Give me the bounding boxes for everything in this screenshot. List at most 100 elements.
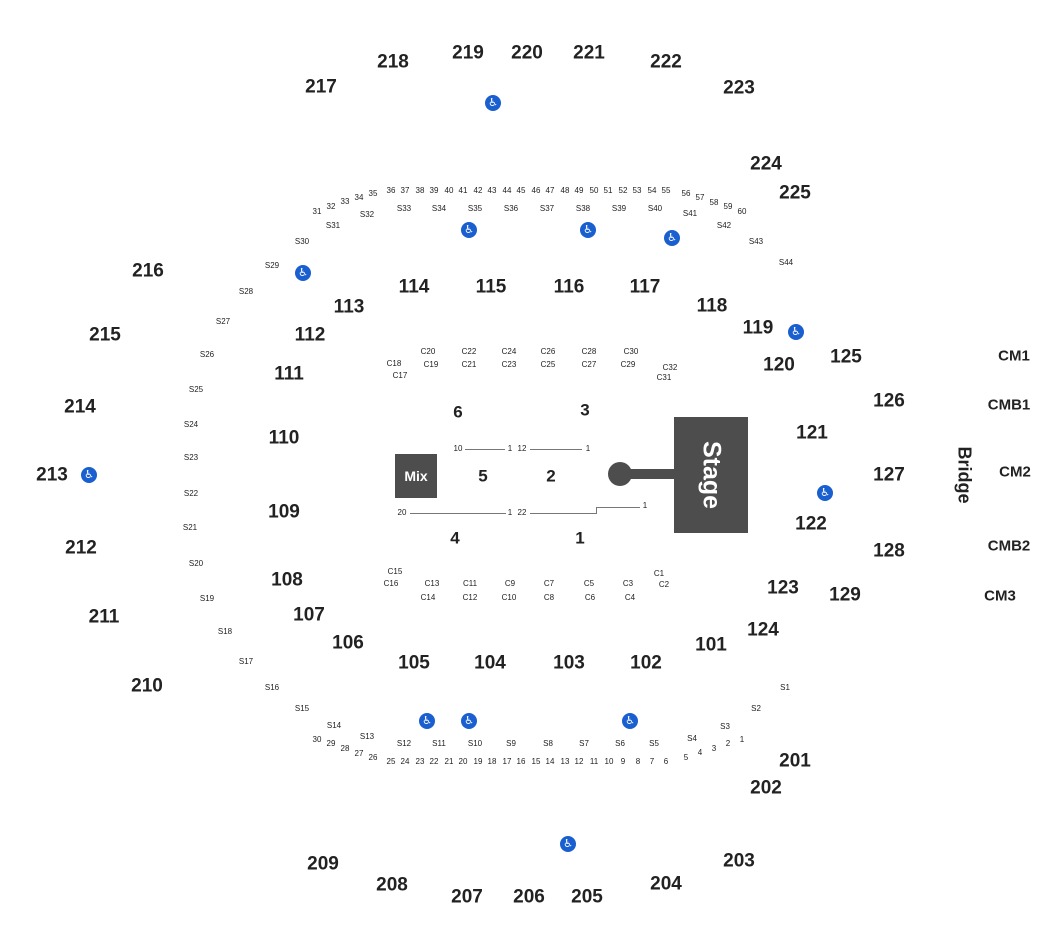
section-121[interactable]: 121 xyxy=(796,422,828,444)
section-116[interactable]: 116 xyxy=(553,276,585,298)
section-201[interactable]: 201 xyxy=(779,750,811,772)
suite-s1[interactable]: S1 xyxy=(780,683,790,692)
suite-s12[interactable]: S12 xyxy=(396,739,412,748)
courtside-c16[interactable]: C16 xyxy=(383,579,399,588)
club-cmb1[interactable]: CMB1 xyxy=(987,396,1031,414)
section-202[interactable]: 202 xyxy=(750,777,782,799)
floor-section-2[interactable]: 2 xyxy=(546,466,556,486)
suite-s19[interactable]: S19 xyxy=(199,594,215,603)
wheelchair-icon[interactable]: ♿ xyxy=(419,713,435,729)
section-101[interactable]: 101 xyxy=(695,634,727,656)
suite-s9[interactable]: S9 xyxy=(506,739,516,748)
suite-s22[interactable]: S22 xyxy=(183,489,199,498)
suite-s29[interactable]: S29 xyxy=(264,261,280,270)
suite-s15[interactable]: S15 xyxy=(294,704,310,713)
courtside-c8[interactable]: C8 xyxy=(543,593,555,602)
section-126[interactable]: 126 xyxy=(873,390,905,412)
wheelchair-icon[interactable]: ♿ xyxy=(664,230,680,246)
wheelchair-icon[interactable]: ♿ xyxy=(788,324,804,340)
courtside-c1[interactable]: C1 xyxy=(653,569,665,578)
courtside-c12[interactable]: C12 xyxy=(462,593,478,602)
section-211[interactable]: 211 xyxy=(88,606,120,628)
section-129[interactable]: 129 xyxy=(829,584,861,606)
suite-s41[interactable]: S41 xyxy=(682,209,698,218)
section-225[interactable]: 225 xyxy=(779,182,811,204)
wheelchair-icon[interactable]: ♿ xyxy=(81,467,97,483)
floor-section-3[interactable]: 3 xyxy=(580,400,590,420)
suite-s11[interactable]: S11 xyxy=(432,739,446,748)
courtside-c5[interactable]: C5 xyxy=(583,579,595,588)
courtside-c3[interactable]: C3 xyxy=(622,579,634,588)
suite-s38[interactable]: S38 xyxy=(575,204,591,213)
courtside-c27[interactable]: C27 xyxy=(581,360,597,369)
section-118[interactable]: 118 xyxy=(696,295,728,317)
suite-s28[interactable]: S28 xyxy=(238,287,254,296)
club-cmb2[interactable]: CMB2 xyxy=(987,537,1031,555)
suite-s3[interactable]: S3 xyxy=(720,722,730,731)
suite-s39[interactable]: S39 xyxy=(611,204,627,213)
suite-s14[interactable]: S14 xyxy=(326,721,342,730)
courtside-c4[interactable]: C4 xyxy=(624,593,636,602)
club-cm1[interactable]: CM1 xyxy=(998,347,1030,365)
section-221[interactable]: 221 xyxy=(573,42,605,64)
section-216[interactable]: 216 xyxy=(132,260,164,282)
suite-s8[interactable]: S8 xyxy=(543,739,553,748)
suite-s4[interactable]: S4 xyxy=(687,734,697,743)
suite-s44[interactable]: S44 xyxy=(778,258,794,267)
wheelchair-icon[interactable]: ♿ xyxy=(485,95,501,111)
suite-s31[interactable]: S31 xyxy=(325,221,341,230)
wheelchair-icon[interactable]: ♿ xyxy=(295,265,311,281)
suite-s20[interactable]: S20 xyxy=(188,559,204,568)
section-106[interactable]: 106 xyxy=(332,632,364,654)
section-124[interactable]: 124 xyxy=(747,619,779,641)
section-110[interactable]: 110 xyxy=(268,427,300,449)
courtside-c22[interactable]: C22 xyxy=(461,347,477,356)
section-103[interactable]: 103 xyxy=(553,652,585,674)
suite-s32[interactable]: S32 xyxy=(359,210,375,219)
section-112[interactable]: 112 xyxy=(294,324,326,346)
section-105[interactable]: 105 xyxy=(398,652,430,674)
section-108[interactable]: 108 xyxy=(271,569,303,591)
courtside-c19[interactable]: C19 xyxy=(423,360,439,369)
suite-s18[interactable]: S18 xyxy=(217,627,233,636)
section-208[interactable]: 208 xyxy=(376,874,408,896)
suite-s23[interactable]: S23 xyxy=(183,453,199,462)
suite-s21[interactable]: S21 xyxy=(182,523,198,532)
section-212[interactable]: 212 xyxy=(65,537,97,559)
section-127[interactable]: 127 xyxy=(873,464,905,486)
wheelchair-icon[interactable]: ♿ xyxy=(461,222,477,238)
suite-s42[interactable]: S42 xyxy=(716,221,732,230)
courtside-c25[interactable]: C25 xyxy=(540,360,556,369)
suite-s24[interactable]: S24 xyxy=(183,420,199,429)
suite-s40[interactable]: S40 xyxy=(647,204,663,213)
courtside-c30[interactable]: C30 xyxy=(623,347,639,356)
club-cm2[interactable]: CM2 xyxy=(999,463,1031,481)
wheelchair-icon[interactable]: ♿ xyxy=(580,222,596,238)
courtside-c10[interactable]: C10 xyxy=(501,593,517,602)
wheelchair-icon[interactable]: ♿ xyxy=(461,713,477,729)
suite-s43[interactable]: S43 xyxy=(748,237,764,246)
suite-s35[interactable]: S35 xyxy=(467,204,483,213)
floor-section-1[interactable]: 1 xyxy=(575,528,585,548)
section-125[interactable]: 125 xyxy=(830,346,862,368)
section-117[interactable]: 117 xyxy=(629,276,661,298)
wheelchair-icon[interactable]: ♿ xyxy=(622,713,638,729)
courtside-c31[interactable]: C31 xyxy=(656,373,672,382)
courtside-c28[interactable]: C28 xyxy=(581,347,597,356)
courtside-c7[interactable]: C7 xyxy=(543,579,555,588)
floor-section-4[interactable]: 4 xyxy=(450,528,460,548)
suite-s30[interactable]: S30 xyxy=(294,237,310,246)
courtside-c17[interactable]: C17 xyxy=(392,371,408,380)
courtside-c21[interactable]: C21 xyxy=(461,360,477,369)
suite-s6[interactable]: S6 xyxy=(615,739,625,748)
suite-s26[interactable]: S26 xyxy=(199,350,215,359)
courtside-c29[interactable]: C29 xyxy=(620,360,636,369)
section-203[interactable]: 203 xyxy=(723,850,755,872)
section-209[interactable]: 209 xyxy=(307,853,339,875)
section-102[interactable]: 102 xyxy=(630,652,662,674)
suite-s36[interactable]: S36 xyxy=(503,204,519,213)
section-215[interactable]: 215 xyxy=(89,324,121,346)
courtside-c9[interactable]: C9 xyxy=(504,579,516,588)
courtside-c13[interactable]: C13 xyxy=(424,579,440,588)
section-120[interactable]: 120 xyxy=(763,354,795,376)
